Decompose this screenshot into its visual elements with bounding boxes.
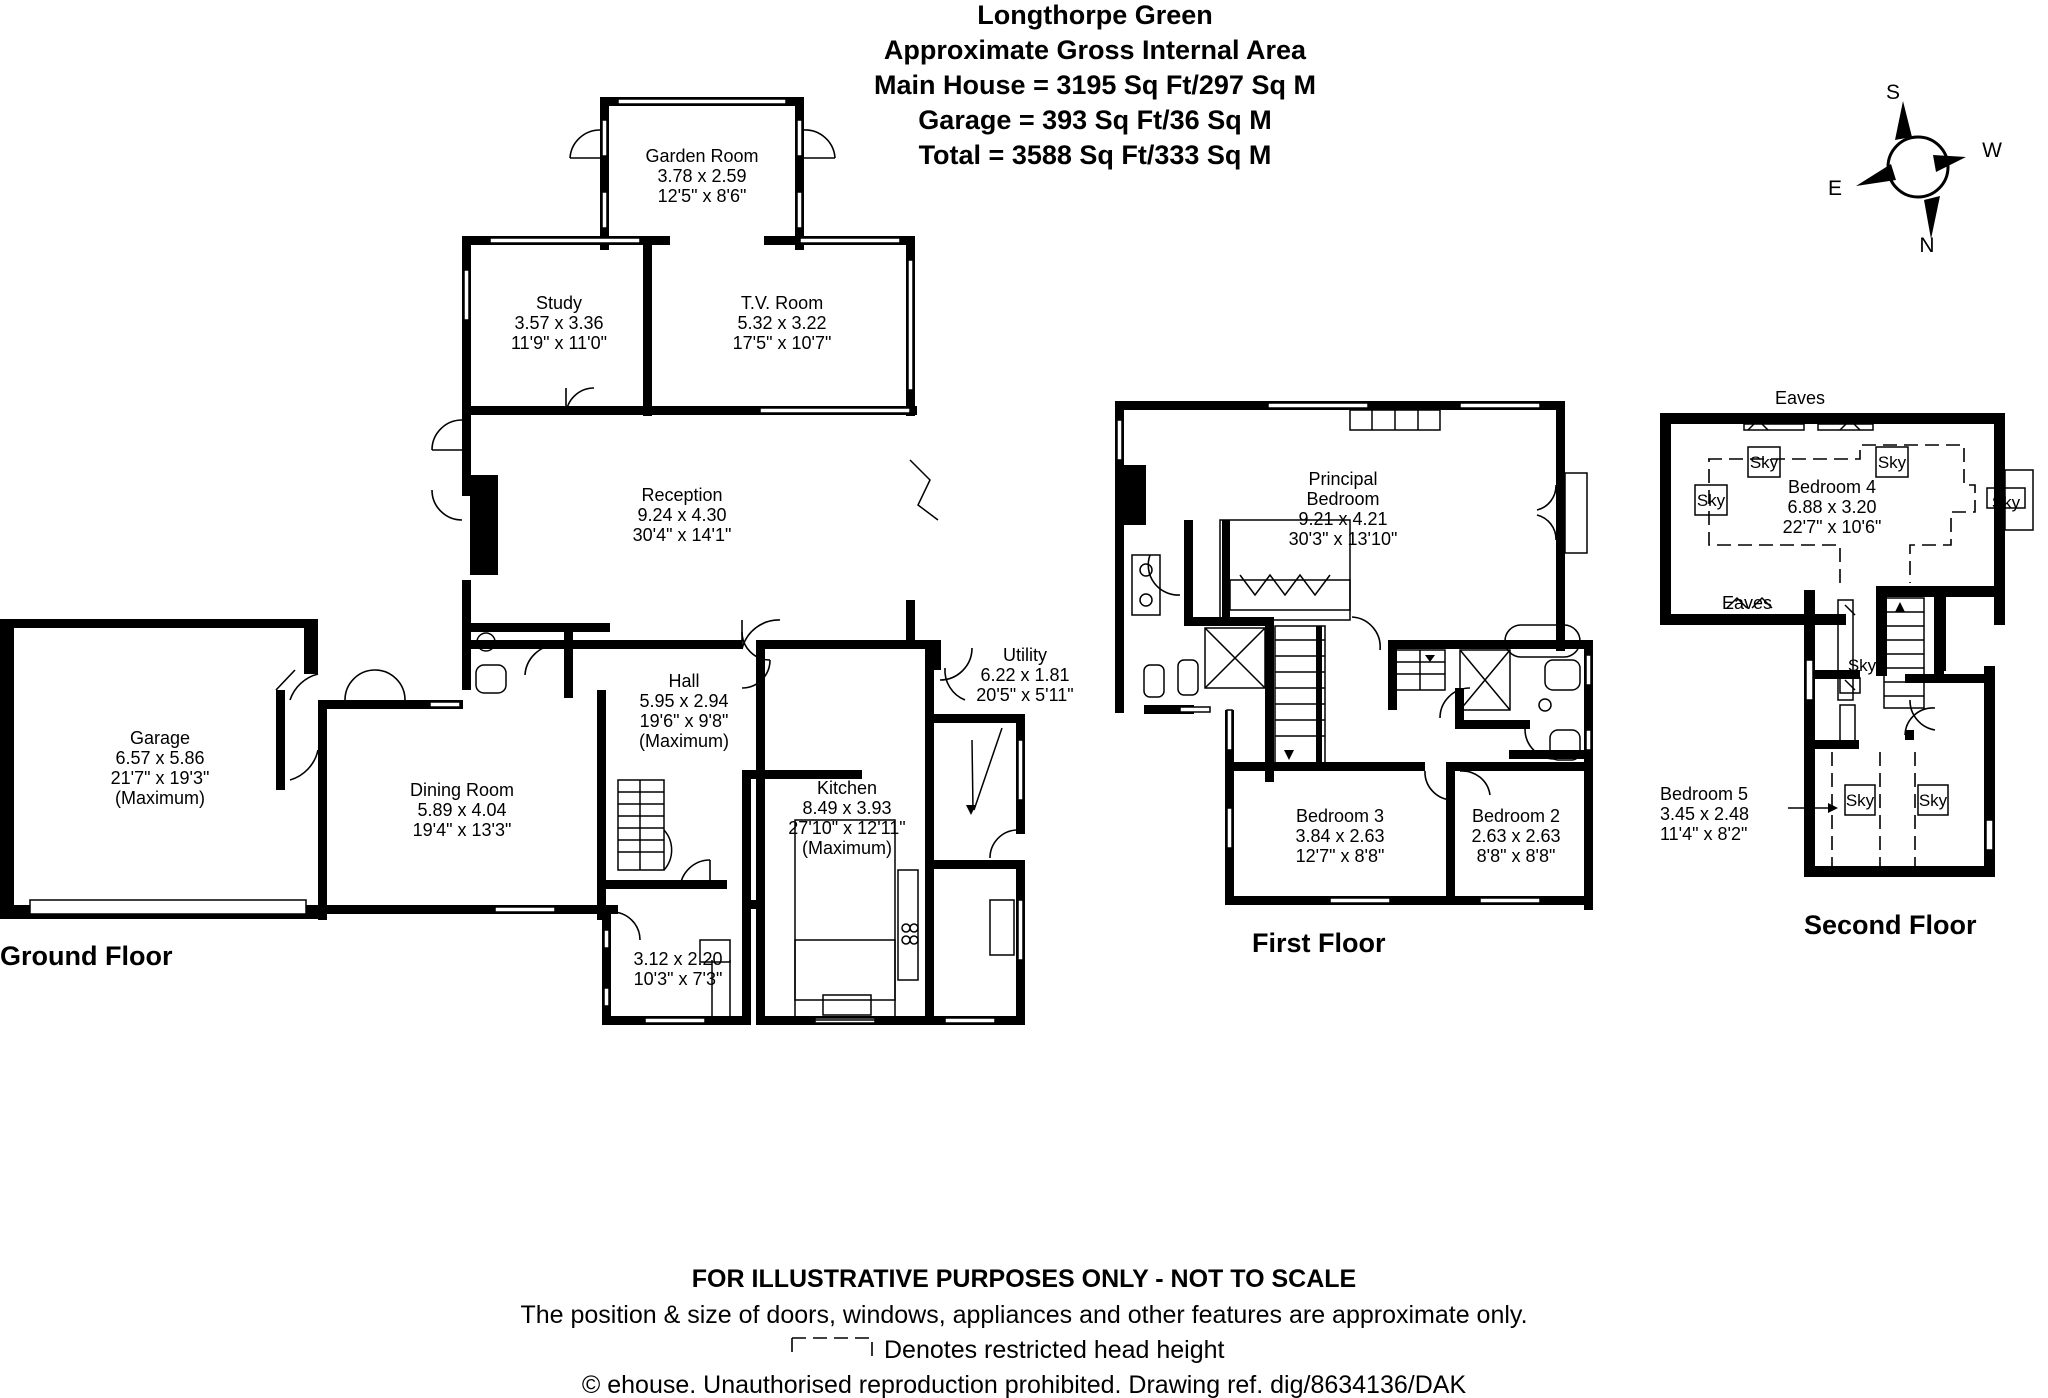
kitchen-note: (Maximum)	[802, 838, 892, 858]
second-floor-label: Second Floor	[1804, 910, 1977, 940]
compass-north-label: N	[1919, 234, 1934, 257]
compass-icon: S W E N	[1828, 81, 2002, 257]
skylight-label: Sky	[1848, 656, 1877, 675]
copyright-note: © ehouse. Unauthorised reproduction proh…	[582, 1371, 1467, 1398]
main-house-area: Main House = 3195 Sq Ft/297 Sq M	[874, 70, 1316, 100]
disclaimer-heading: FOR ILLUSTRATIVE PURPOSES ONLY - NOT TO …	[692, 1265, 1356, 1293]
eaves-label-bottom: Eaves	[1722, 593, 1772, 613]
restricted-head-height-note: Denotes restricted head height	[884, 1336, 1225, 1364]
footer-notes: FOR ILLUSTRATIVE PURPOSES ONLY - NOT TO …	[520, 1265, 1527, 1398]
garden-room-name: Garden Room	[645, 146, 758, 166]
bedroom4-metric: 6.88 x 3.20	[1787, 497, 1876, 517]
kitchen-metric: 8.49 x 3.93	[802, 798, 891, 818]
hall-name: Hall	[668, 671, 699, 691]
compass-south-label: S	[1886, 81, 1900, 104]
ground-floor-plan	[0, 97, 1025, 1025]
skylight-label: Sky	[1992, 493, 2021, 512]
total-area: Total = 3588 Sq Ft/333 Sq M	[919, 140, 1272, 170]
dining-room-metric: 5.89 x 4.04	[417, 800, 506, 820]
tv-room-name: T.V. Room	[741, 293, 823, 313]
eaves-label-top: Eaves	[1775, 388, 1825, 408]
boot-room-metric: 3.12 x 2.20	[633, 949, 722, 969]
principal-bedroom-metric: 9.21 x 4.21	[1298, 509, 1387, 529]
study-imperial: 11'9" x 11'0"	[511, 333, 607, 353]
bedroom2-imperial: 8'8" x 8'8"	[1477, 846, 1556, 866]
skylight-label: Sky	[1697, 491, 1726, 510]
compass-west-label: W	[1982, 139, 2002, 162]
ground-floor-label: Ground Floor	[0, 941, 173, 971]
bedroom3-metric: 3.84 x 2.63	[1295, 826, 1384, 846]
reception-metric: 9.24 x 4.30	[637, 505, 726, 525]
bedroom3-imperial: 12'7" x 8'8"	[1296, 846, 1385, 866]
boot-room-imperial: 10'3" x 7'3"	[634, 969, 723, 989]
utility-name: Utility	[1003, 645, 1047, 665]
kitchen-name: Kitchen	[817, 778, 877, 798]
disclaimer-text: The position & size of doors, windows, a…	[520, 1301, 1527, 1329]
second-floor-plan: Sky Sky Sky Sky Sky Sky Sky Eaves Eaves …	[1660, 388, 2034, 940]
utility-metric: 6.22 x 1.81	[980, 665, 1069, 685]
dining-room-name: Dining Room	[410, 780, 514, 800]
skylight-label: Sky	[1919, 791, 1948, 810]
bedroom2-metric: 2.63 x 2.63	[1471, 826, 1560, 846]
garage-name: Garage	[130, 728, 190, 748]
hall-metric: 5.95 x 2.94	[639, 691, 728, 711]
principal-bedroom-imperial: 30'3" x 13'10"	[1289, 529, 1398, 549]
garden-room-imperial: 12'5" x 8'6"	[658, 186, 747, 206]
first-floor-plan: Principal Bedroom 9.21 x 4.21 30'3" x 13…	[1115, 401, 1593, 958]
hall-imperial: 19'6" x 9'8"	[640, 711, 729, 731]
bedroom4-imperial: 22'7" x 10'6"	[1783, 517, 1882, 537]
bedroom3-name: Bedroom 3	[1296, 806, 1384, 826]
study-metric: 3.57 x 3.36	[514, 313, 603, 333]
study-name: Study	[536, 293, 582, 313]
tv-room-imperial: 17'5" x 10'7"	[733, 333, 832, 353]
garden-room-metric: 3.78 x 2.59	[657, 166, 746, 186]
garage-note: (Maximum)	[115, 788, 205, 808]
property-name: Longthorpe Green	[977, 0, 1213, 30]
first-floor-label: First Floor	[1252, 928, 1386, 958]
bedroom5-name: Bedroom 5	[1660, 784, 1748, 804]
reception-imperial: 30'4" x 14'1"	[633, 525, 732, 545]
garage-metric: 6.57 x 5.86	[115, 748, 204, 768]
skylight-label: Sky	[1846, 791, 1875, 810]
skylight-label: Sky	[1750, 453, 1779, 472]
tv-room-metric: 5.32 x 3.22	[737, 313, 826, 333]
garage-imperial: 21'7" x 19'3"	[111, 768, 210, 788]
hall-note: (Maximum)	[639, 731, 729, 751]
area-heading: Approximate Gross Internal Area	[884, 35, 1307, 65]
garage-area: Garage = 393 Sq Ft/36 Sq M	[918, 105, 1271, 135]
utility-imperial: 20'5" x 5'11"	[976, 685, 1073, 705]
kitchen-imperial: 27'10" x 12'11"	[788, 818, 905, 838]
bedroom4-name: Bedroom 4	[1788, 477, 1876, 497]
principal-bedroom-name1: Principal	[1308, 469, 1377, 489]
compass-east-label: E	[1828, 177, 1842, 200]
principal-bedroom-name2: Bedroom	[1306, 489, 1379, 509]
dining-room-imperial: 19'4" x 13'3"	[413, 820, 512, 840]
restricted-head-height-key-icon	[791, 1337, 873, 1356]
bedroom5-metric: 3.45 x 2.48	[1660, 804, 1749, 824]
bedroom2-name: Bedroom 2	[1472, 806, 1560, 826]
bedroom5-imperial: 11'4" x 8'2"	[1660, 824, 1747, 844]
reception-name: Reception	[641, 485, 722, 505]
title-block: Longthorpe Green Approximate Gross Inter…	[874, 0, 1316, 170]
skylight-label: Sky	[1878, 453, 1907, 472]
ground-floor-labels: Garden Room 3.78 x 2.59 12'5" x 8'6" Stu…	[0, 146, 1074, 989]
